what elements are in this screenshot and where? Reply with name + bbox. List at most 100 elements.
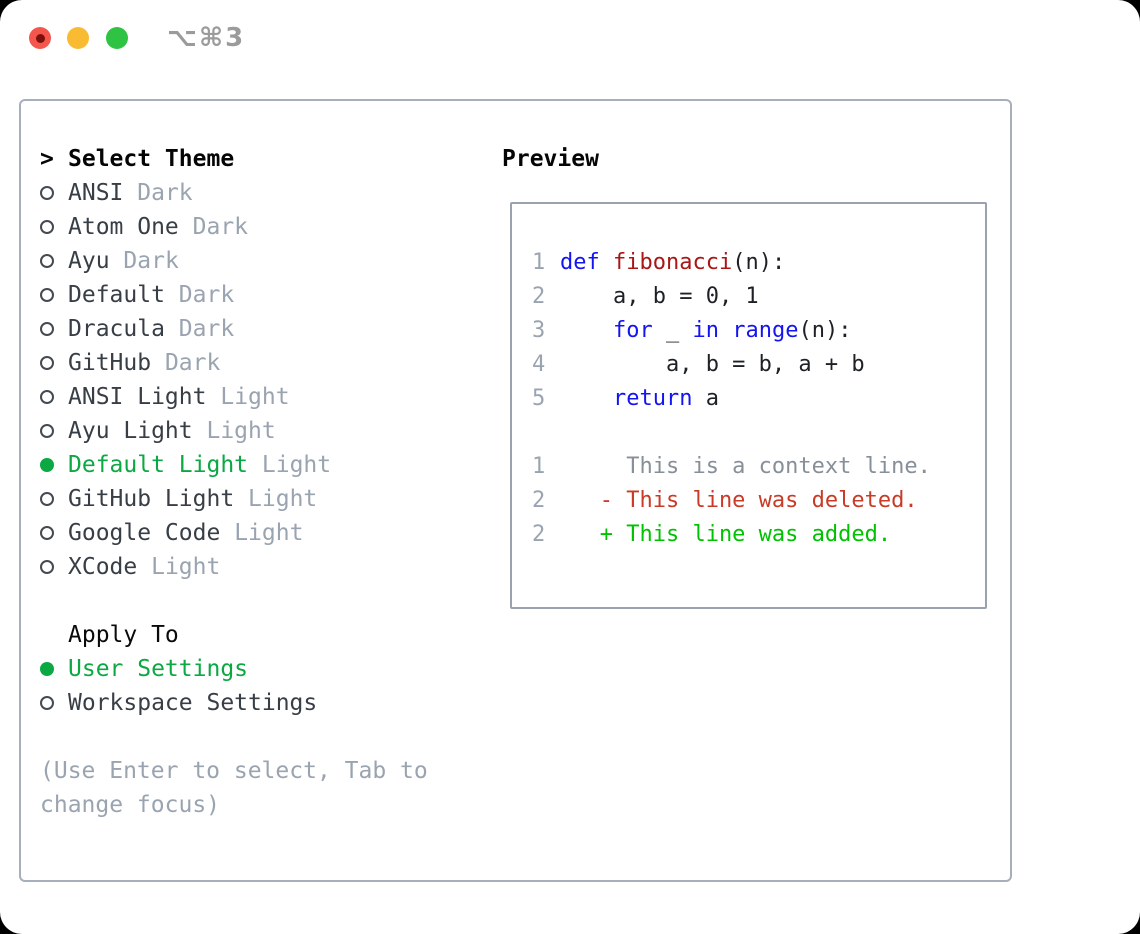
- radio-unselected-icon: [40, 390, 68, 404]
- minimize-button[interactable]: [67, 27, 89, 49]
- radio-unselected-icon: [40, 560, 68, 574]
- close-button-dot: [35, 33, 45, 43]
- code-token: [719, 318, 732, 343]
- item-name: Workspace Settings: [68, 690, 318, 716]
- item-name: Default: [68, 282, 165, 308]
- item-variant-badge: Dark: [178, 282, 235, 308]
- radio-unselected-icon: [40, 220, 68, 234]
- code-token: fibonacci: [613, 250, 733, 275]
- code-token: a, b = 0, 1: [560, 284, 759, 309]
- theme-item-label: Default Dark: [68, 282, 234, 308]
- item-name: GitHub: [68, 350, 152, 376]
- theme-item-label: ANSI Light Light: [68, 384, 290, 410]
- item-name: Default Light: [68, 452, 249, 478]
- zoom-button[interactable]: [106, 27, 128, 49]
- apply-option-label: Workspace Settings: [68, 690, 317, 716]
- theme-item-label: Default Light Light: [68, 452, 331, 478]
- theme-item-ayu-light[interactable]: Ayu Light Light: [40, 414, 428, 448]
- focus-chevron-icon: >: [40, 146, 54, 172]
- help-text-line-1: (Use Enter to select, Tab to: [40, 758, 428, 784]
- radio-glyph: [40, 458, 54, 472]
- theme-item-label: GitHub Light Light: [68, 486, 317, 512]
- code-token: a: [692, 386, 719, 411]
- code-token: [560, 386, 613, 411]
- line-number: 1: [532, 454, 546, 479]
- item-variant-badge: Light: [261, 452, 332, 478]
- item-variant-badge: Light: [151, 554, 221, 580]
- code-token: return: [612, 386, 693, 411]
- item-variant-badge: Light: [248, 486, 318, 512]
- code-token: range: [732, 318, 799, 343]
- code-line: 5 return a: [532, 382, 985, 416]
- radio-glyph: [40, 288, 54, 302]
- line-number: 2: [532, 488, 546, 513]
- code-line: 2 - This line was deleted.: [532, 484, 985, 518]
- radio-glyph: [40, 662, 54, 676]
- code-token: (n):: [798, 318, 852, 343]
- radio-glyph: [40, 254, 54, 268]
- radio-glyph: [40, 424, 54, 438]
- theme-item-label: Ayu Light Light: [68, 418, 276, 444]
- item-name: ANSI Light: [68, 384, 207, 410]
- item-variant-badge: Dark: [178, 316, 235, 342]
- radio-glyph: [40, 322, 54, 336]
- line-number: 2: [532, 522, 546, 547]
- radio-glyph: [40, 492, 54, 506]
- theme-item-dracula[interactable]: Dracula Dark: [40, 312, 428, 346]
- code-token: in: [692, 318, 719, 343]
- theme-item-label: Ayu Dark: [68, 248, 179, 274]
- apply-option-workspace-settings[interactable]: Workspace Settings: [40, 686, 428, 720]
- radio-unselected-icon: [40, 288, 68, 302]
- item-variant-badge: Light: [206, 418, 276, 444]
- theme-item-label: ANSI Dark: [68, 180, 193, 206]
- item-name: Ayu Light: [68, 418, 193, 444]
- line-number: 3: [532, 318, 546, 343]
- theme-item-ayu[interactable]: Ayu Dark: [40, 244, 428, 278]
- item-name: Google Code: [68, 520, 221, 546]
- item-name: Ayu: [68, 248, 110, 274]
- theme-item-label: Atom One Dark: [68, 214, 248, 240]
- close-button[interactable]: [29, 27, 51, 49]
- code-token: (n):: [732, 250, 786, 275]
- theme-item-ansi-light[interactable]: ANSI Light Light: [40, 380, 428, 414]
- code-line: 2 a, b = 0, 1: [532, 280, 985, 314]
- radio-selected-icon: [40, 662, 68, 676]
- item-name: Atom One: [68, 214, 179, 240]
- code-token: [600, 250, 613, 275]
- code-token: - This line was deleted.: [560, 488, 918, 513]
- theme-item-label: GitHub Dark: [68, 350, 220, 376]
- radio-unselected-icon: [40, 186, 68, 200]
- theme-item-google-code[interactable]: Google Code Light: [40, 516, 428, 550]
- item-name: Dracula: [68, 316, 165, 342]
- radio-unselected-icon: [40, 424, 68, 438]
- spacer: [40, 720, 428, 754]
- theme-item-github[interactable]: GitHub Dark: [40, 346, 428, 380]
- radio-unselected-icon: [40, 356, 68, 370]
- code-token: + This line was added.: [560, 522, 892, 547]
- theme-item-github-light[interactable]: GitHub Light Light: [40, 482, 428, 516]
- theme-item-default-light[interactable]: Default Light Light: [40, 448, 428, 482]
- theme-item-atom-one[interactable]: Atom One Dark: [40, 210, 428, 244]
- select-theme-header-label: Select Theme: [68, 146, 235, 172]
- item-variant-badge: Dark: [164, 350, 221, 376]
- radio-glyph: [40, 526, 54, 540]
- item-variant-badge: Light: [220, 384, 290, 410]
- preview-header: Preview: [502, 146, 599, 172]
- radio-glyph: [40, 560, 54, 574]
- theme-item-xcode[interactable]: XCode Light: [40, 550, 428, 584]
- theme-item-default[interactable]: Default Dark: [40, 278, 428, 312]
- radio-glyph: [40, 186, 54, 200]
- window-title: ⌥⌘3: [167, 23, 246, 53]
- radio-unselected-icon: [40, 254, 68, 268]
- theme-item-ansi[interactable]: ANSI Dark: [40, 176, 428, 210]
- radio-selected-icon: [40, 458, 68, 472]
- apply-option-user-settings[interactable]: User Settings: [40, 652, 428, 686]
- code-line: 2 + This line was added.: [532, 518, 985, 552]
- code-line: 3 for _ in range(n):: [532, 314, 985, 348]
- item-variant-badge: Dark: [123, 248, 179, 274]
- line-number: 1: [532, 250, 546, 275]
- code-blank-line: [532, 416, 985, 450]
- help-text-line-2: change focus): [40, 792, 221, 818]
